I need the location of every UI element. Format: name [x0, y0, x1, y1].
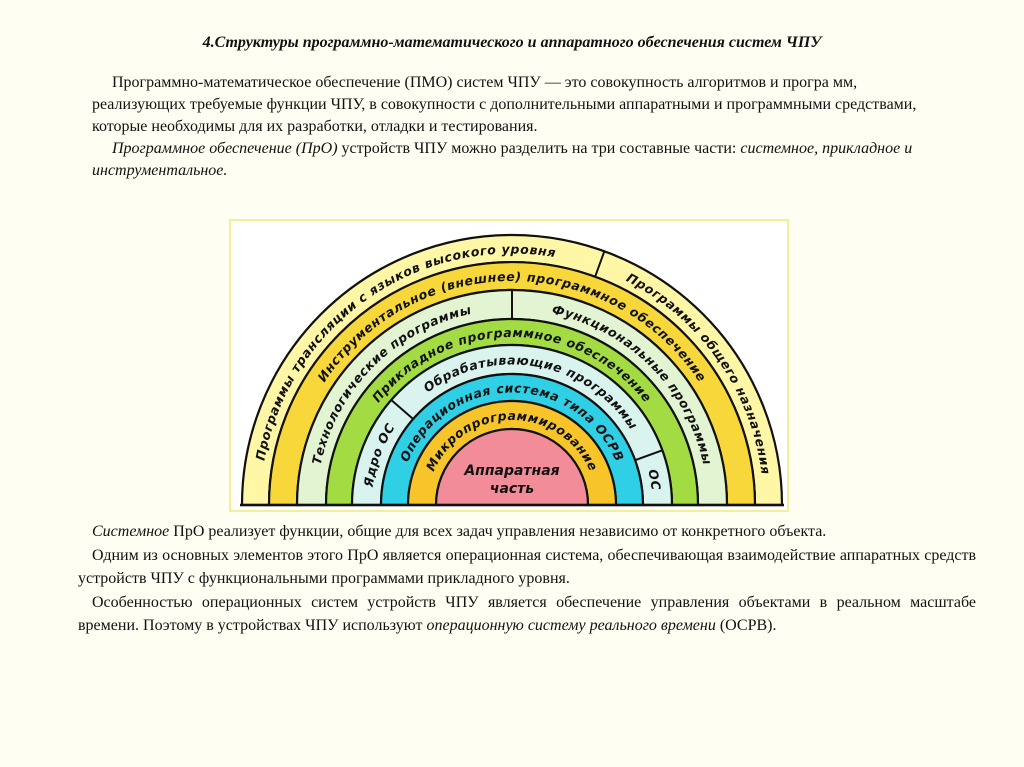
system-software-text: Системное ПрО реализует функции, общие д…: [78, 520, 976, 637]
system-pro-text: ПрО реализует функции, общие для всех за…: [169, 523, 827, 540]
os-paragraph: Одним из основных элементов этого ПрО яв…: [78, 547, 976, 587]
pro-parts-list: системное, прикладное и инструментальное…: [92, 140, 913, 179]
pro-text: устройств ЧПУ можно разделить на три сос…: [337, 140, 741, 157]
band-label-text: ОС: [645, 468, 663, 492]
slide-title: 4.Структуры программно-математического и…: [202, 34, 822, 51]
software-structure-diagram: Программы трансляции с языков высокого у…: [229, 219, 789, 512]
system-pro-paragraph: Системное ПрО реализует функции, общие д…: [78, 520, 976, 543]
rtos-text: Особенностью операционных систем устройс…: [78, 594, 976, 634]
band-divider: [390, 399, 414, 420]
rainbow-diagram: Программы трансляции с языков высокого у…: [240, 233, 784, 507]
hardware-core: [434, 427, 590, 507]
pmo-definition: Программно-математическое обеспечение (П…: [92, 74, 917, 135]
rtos-abbr: (ОСРВ).: [715, 617, 777, 634]
pro-term: Программное обеспечение (ПрО): [112, 140, 338, 157]
band-divider: [594, 250, 606, 277]
hardware-label-line2: часть: [490, 481, 534, 497]
pro-parts: Программное обеспечение (ПрО) устройств …: [92, 138, 942, 182]
rtos-paragraph: Особенностью операционных систем устройс…: [78, 591, 976, 637]
hardware-label-line1: Аппаратная: [463, 463, 559, 479]
band-divider: [634, 449, 663, 462]
band-label: ОС: [645, 468, 663, 492]
intro-text: Программно-математическое обеспечение (П…: [92, 72, 942, 182]
rtos-term: операционную систему реального времени: [426, 617, 716, 634]
system-pro-term: Системное: [92, 523, 170, 540]
